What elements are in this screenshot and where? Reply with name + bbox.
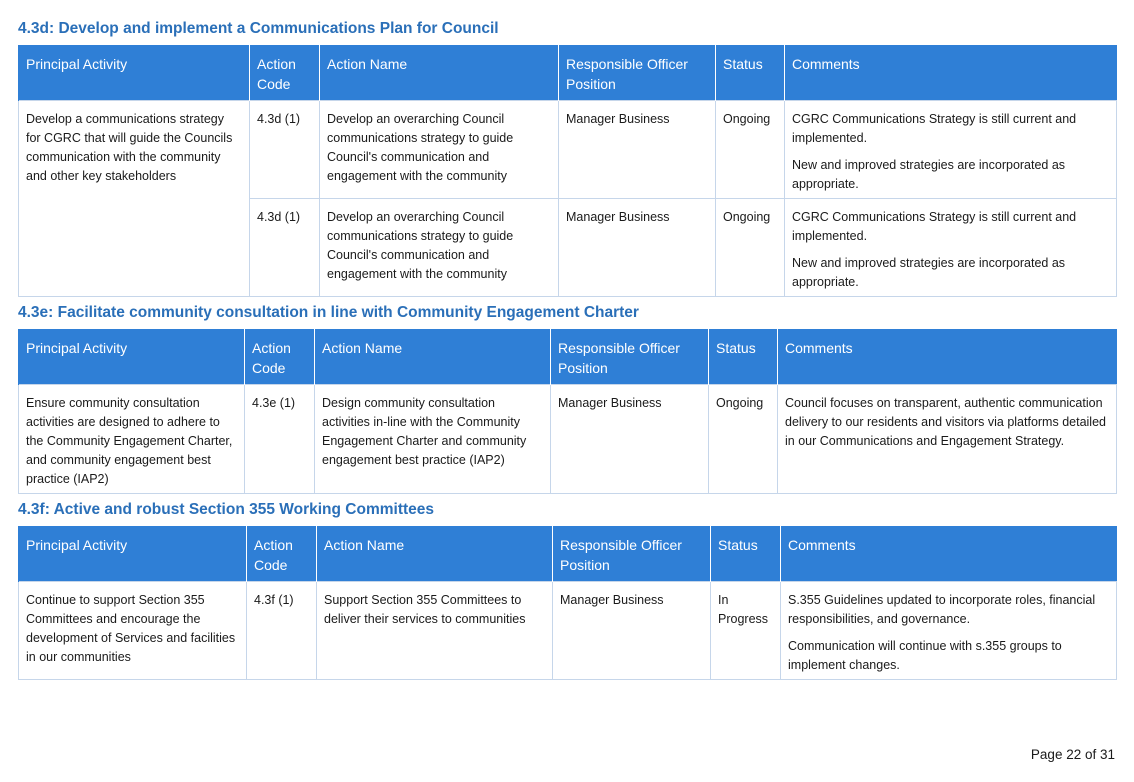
section-title: 4.3d: Develop and implement a Communicat… xyxy=(18,20,499,37)
table-4-3d: Principal Activity Action Code Action Na… xyxy=(18,45,1117,297)
action-name-cell: Develop an overarching Council communica… xyxy=(319,100,559,199)
officer-cell: Manager Business xyxy=(550,384,709,494)
col-header-comments: Comments xyxy=(777,329,1117,385)
section-title: 4.3f: Active and robust Section 355 Work… xyxy=(18,501,435,518)
table-row: Develop a communications strategy for CG… xyxy=(18,100,1117,297)
officer-cell: Manager Business xyxy=(558,100,716,199)
table-header-row: Principal Activity Action Code Action Na… xyxy=(18,329,1117,385)
status-cell: Ongoing xyxy=(708,384,778,494)
table-row: Ensure community consultation activities… xyxy=(18,384,1117,494)
officer-cell: Manager Business xyxy=(552,581,711,680)
action-code-cell: 4.3d (1) xyxy=(249,198,320,297)
status-cell: Ongoing xyxy=(715,100,785,199)
col-header-comments: Comments xyxy=(780,526,1117,582)
col-header-principal-activity: Principal Activity xyxy=(18,526,247,582)
section-4-3f: 4.3f: Active and robust Section 355 Work… xyxy=(18,500,434,520)
table-header-row: Principal Activity Action Code Action Na… xyxy=(18,526,1117,582)
officer-cell: Manager Business xyxy=(558,198,716,297)
col-header-comments: Comments xyxy=(784,45,1117,101)
action-name-cell: Support Section 355 Committees to delive… xyxy=(316,581,553,680)
comments-cell: S.355 Guidelines updated to incorporate … xyxy=(780,581,1117,680)
table-4-3f: Principal Activity Action Code Action Na… xyxy=(18,526,1117,680)
col-header-status: Status xyxy=(708,329,778,385)
col-header-action-code: Action Code xyxy=(249,45,320,101)
col-header-principal-activity: Principal Activity xyxy=(18,329,245,385)
action-name-cell: Design community consultation activities… xyxy=(314,384,551,494)
action-code-cell: 4.3e (1) xyxy=(244,384,315,494)
section-4-3d: 4.3d: Develop and implement a Communicat… xyxy=(18,19,499,39)
principal-activity-cell: Continue to support Section 355 Committe… xyxy=(18,581,247,680)
table-row: Continue to support Section 355 Committe… xyxy=(18,581,1117,680)
comments-cell: CGRC Communications Strategy is still cu… xyxy=(784,198,1117,297)
col-header-status: Status xyxy=(710,526,781,582)
col-header-responsible-officer: Responsible Officer Position xyxy=(552,526,711,582)
col-header-status: Status xyxy=(715,45,785,101)
comment-line: Communication will continue with s.355 g… xyxy=(788,639,1062,672)
principal-activity-cell: Develop a communications strategy for CG… xyxy=(18,100,250,297)
table-row: 4.3d (1) Develop an overarching Council … xyxy=(19,198,1117,297)
table-header-row: Principal Activity Action Code Action Na… xyxy=(18,45,1117,101)
comment-line: CGRC Communications Strategy is still cu… xyxy=(792,112,1077,145)
section-title: 4.3e: Facilitate community consultation … xyxy=(18,304,639,321)
action-code-cell: 4.3d (1) xyxy=(249,100,320,199)
comments-cell: Council focuses on transparent, authenti… xyxy=(777,384,1117,494)
comment-line: CGRC Communications Strategy is still cu… xyxy=(792,210,1077,243)
comment-line: S.355 Guidelines updated to incorporate … xyxy=(788,593,1096,626)
col-header-responsible-officer: Responsible Officer Position xyxy=(558,45,716,101)
table-4-3e: Principal Activity Action Code Action Na… xyxy=(18,329,1117,494)
section-4-3e: 4.3e: Facilitate community consultation … xyxy=(18,303,639,323)
principal-activity-cell: Ensure community consultation activities… xyxy=(18,384,245,494)
col-header-responsible-officer: Responsible Officer Position xyxy=(550,329,709,385)
comment-line: Council focuses on transparent, authenti… xyxy=(785,396,1106,448)
comments-cell: CGRC Communications Strategy is still cu… xyxy=(784,100,1117,199)
col-header-action-code: Action Code xyxy=(246,526,317,582)
comment-line: New and improved strategies are incorpor… xyxy=(792,256,1066,289)
status-cell: In Progress xyxy=(710,581,781,680)
page-number: Page 22 of 31 xyxy=(1030,747,1115,762)
action-code-cell: 4.3f (1) xyxy=(246,581,317,680)
col-header-action-code: Action Code xyxy=(244,329,315,385)
col-header-principal-activity: Principal Activity xyxy=(18,45,250,101)
status-cell: Ongoing xyxy=(715,198,785,297)
action-name-cell: Develop an overarching Council communica… xyxy=(319,198,559,297)
col-header-action-name: Action Name xyxy=(316,526,553,582)
comment-line: New and improved strategies are incorpor… xyxy=(792,158,1066,191)
col-header-action-name: Action Name xyxy=(319,45,559,101)
col-header-action-name: Action Name xyxy=(314,329,551,385)
